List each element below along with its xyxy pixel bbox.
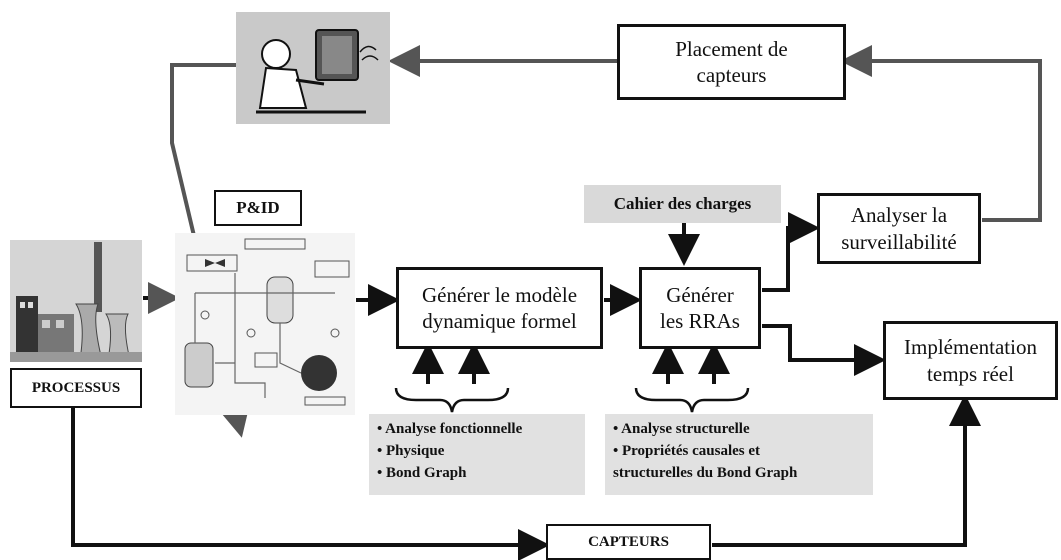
schematic-icon — [184, 238, 350, 406]
note-right-line-1: • Analyse structurelle — [613, 421, 750, 437]
note-left-line-3: • Bond Graph — [377, 465, 467, 481]
box-placement-capteurs: Placement de capteurs — [617, 24, 846, 100]
note-right-line-2: • Propriétés causales et — [613, 443, 761, 459]
arrow-rras-to-implementation — [762, 324, 886, 376]
brace-left — [394, 387, 510, 413]
note-analyse-structurelle: • Analyse structurelle • Propriétés caus… — [605, 414, 873, 495]
note-left-line-2: • Physique — [377, 443, 445, 459]
note-right-line-3: structurelles du Bond Graph — [613, 465, 798, 481]
box-analyser-surveillabilite: Analyser la surveillabilité — [817, 193, 981, 264]
note-left-line-1: • Analyse fonctionnelle — [377, 421, 523, 437]
arrow-capteurs-to-implementation — [712, 394, 981, 547]
box-cahier-des-charges: Cahier des charges — [584, 185, 781, 223]
designer-illustration — [236, 12, 390, 124]
arrow-rras-to-analyser — [762, 212, 820, 292]
note-analyse-fonctionnelle: • Analyse fonctionnelle • Physique • Bon… — [369, 414, 585, 495]
pid-schematic-illustration — [175, 233, 355, 415]
label-pid: P&ID — [214, 190, 302, 226]
arrow-processus-to-capteurs — [71, 385, 550, 560]
factory-icon — [10, 242, 142, 362]
box-implementation: Implémentation temps réel — [883, 321, 1058, 400]
arrow-analyser-to-placement — [840, 45, 1042, 222]
label-capteurs: CAPTEURS — [546, 524, 711, 560]
box-generer-rras: Générer les RRAs — [639, 267, 761, 349]
box-generer-modele: Générer le modèle dynamique formel — [396, 267, 603, 349]
person-computer-icon — [256, 29, 379, 114]
process-plant-illustration — [10, 240, 142, 362]
brace-right — [634, 387, 750, 413]
label-processus: PROCESSUS — [10, 368, 142, 408]
